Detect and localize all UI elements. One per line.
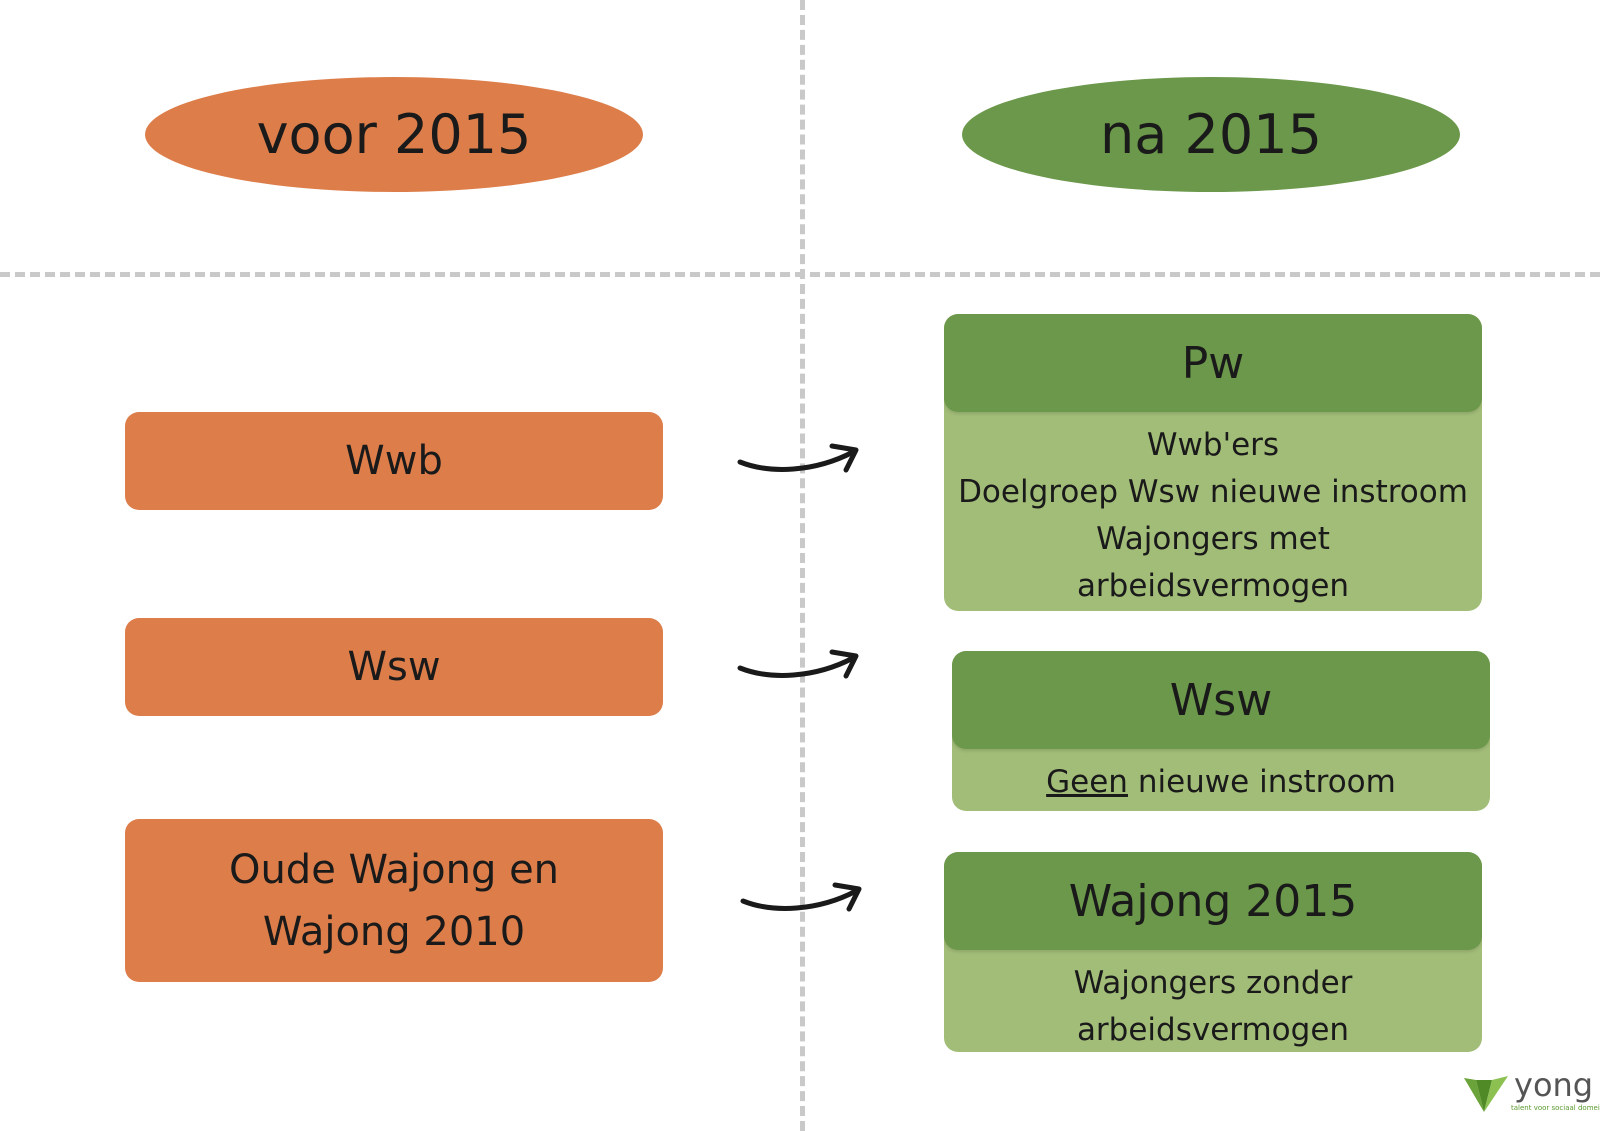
after-card-line: Doelgroep Wsw nieuwe instroom xyxy=(958,474,1468,510)
vertical-divider xyxy=(800,0,805,1131)
arrow-right-icon xyxy=(740,882,862,912)
arrow-right-icon xyxy=(737,649,859,679)
before-box-wsw: Wsw xyxy=(125,618,663,716)
before-box-wwb: Wwb xyxy=(125,412,663,510)
before-box-label: Wsw xyxy=(347,644,441,690)
before-box-wajong: Oude Wajong en Wajong 2010 xyxy=(125,819,663,982)
arrow-right-icon xyxy=(737,443,859,473)
before-box-label: Oude Wajong en xyxy=(228,846,560,893)
after-card-wajong-2015: Wajong 2015 Wajongers zonder arbeidsverm… xyxy=(944,852,1482,1052)
after-card-line: Wwb'ers xyxy=(1146,427,1280,463)
yong-logo: yong talent voor sociaal domein xyxy=(1462,1066,1600,1116)
before-2015-header: voor 2015 xyxy=(145,77,643,192)
after-card-body: Wajongers zonder arbeidsvermogen xyxy=(944,950,1482,1052)
underlined-word: Geen xyxy=(1046,764,1128,800)
after-card-body: Geen nieuwe instroom xyxy=(952,749,1490,806)
after-card-pw: Pw Wwb'ers Doelgroep Wsw nieuwe instroom… xyxy=(944,314,1482,611)
after-card-wsw: Wsw Geen nieuwe instroom xyxy=(952,651,1490,811)
after-card-title: Wsw xyxy=(952,651,1490,749)
after-card-text: nieuwe instroom xyxy=(1127,764,1396,800)
after-card-line: Geen nieuwe instroom xyxy=(952,759,1490,806)
after-card-title: Pw xyxy=(944,314,1482,412)
logo-tagline: talent voor sociaal domein xyxy=(1511,1104,1600,1112)
yong-logo-icon xyxy=(1464,1076,1508,1112)
before-box-label: Wajong 2010 xyxy=(262,908,526,955)
horizontal-divider xyxy=(0,272,1600,277)
after-card-line: Wajongers met xyxy=(1096,521,1330,557)
after-card-line: Wajongers zonder xyxy=(1073,965,1353,1001)
after-card-line: arbeidsvermogen xyxy=(1076,568,1350,604)
logo-word: yong xyxy=(1514,1066,1594,1104)
after-2015-header: na 2015 xyxy=(962,77,1460,192)
before-box-label: Wwb xyxy=(345,438,443,484)
after-card-line: arbeidsvermogen xyxy=(1076,1012,1350,1048)
after-card-body: Wwb'ers Doelgroep Wsw nieuwe instroom Wa… xyxy=(944,412,1482,610)
after-card-title: Wajong 2015 xyxy=(944,852,1482,950)
